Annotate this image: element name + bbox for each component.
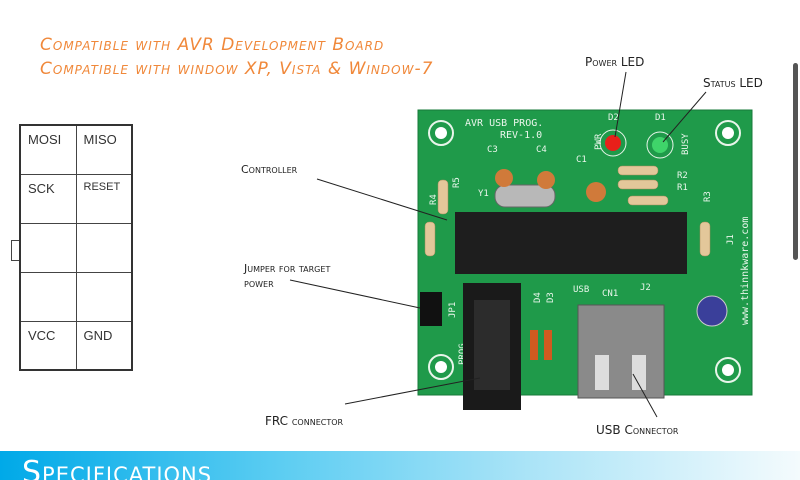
- jumper: [420, 292, 442, 326]
- pcb-pwr: PWR: [594, 133, 604, 150]
- pcb-d2: D2: [608, 113, 619, 123]
- pcb-title: AVR USB PROG.: [465, 118, 543, 129]
- pin-cell: GND: [75, 320, 133, 371]
- pcb-d1: D1: [655, 113, 666, 123]
- crystal: [494, 184, 556, 208]
- callout-jumper-line1: Jumper for target: [244, 262, 331, 275]
- pcb-r4: R4: [429, 194, 439, 205]
- microcontroller-chip: [455, 212, 687, 274]
- pin-cell: SCK: [19, 173, 77, 224]
- pin-cell: RESET: [75, 173, 133, 224]
- section-title: Specifications: [22, 455, 213, 480]
- pcb-r1: R1: [677, 183, 688, 193]
- callout-power-led: Power LED: [585, 55, 645, 69]
- pcb-j2: J2: [640, 283, 651, 293]
- pcb-cn1: CN1: [602, 289, 618, 299]
- pin-cell: [75, 222, 133, 273]
- pcb-rev: REV-1.0: [500, 130, 542, 141]
- specifications-banner: Specifications: [0, 451, 800, 480]
- connector-key: [11, 240, 20, 261]
- pcb-busy: BUSY: [681, 133, 691, 155]
- callout-controller: Controller: [241, 163, 298, 176]
- pin-cell: [75, 271, 133, 322]
- pcb-photo: AVR USB PROG. REV-1.0 C3 C4 C1 D2 D1 R2 …: [289, 71, 753, 418]
- power-led-icon: [605, 135, 621, 151]
- pcb-j1: J1: [726, 234, 736, 245]
- compatibility-line-2: Compatible with window XP, Vista & Windo…: [40, 59, 434, 79]
- pcb-c4: C4: [536, 145, 547, 155]
- pcb-jp1: JP1: [448, 302, 458, 318]
- pin-cell: MOSI: [19, 124, 77, 175]
- callout-jumper-line2: power: [244, 277, 274, 290]
- pcb-c3: C3: [487, 145, 498, 155]
- pcb-website: www.thinnkware.com: [740, 217, 751, 325]
- callout-status-led: Status LED: [703, 76, 763, 90]
- pcb-r3: R3: [703, 191, 713, 202]
- pcb-d3: D3: [546, 292, 556, 303]
- pcb-board: AVR USB PROG. REV-1.0 C3 C4 C1 D2 D1 R2 …: [417, 109, 753, 410]
- capacitor: [696, 295, 728, 327]
- callout-usb: USB Connector: [596, 423, 679, 437]
- pcb-r2: R2: [677, 171, 688, 181]
- callout-frc: FRC connector: [265, 414, 344, 428]
- pcb-y1: Y1: [478, 189, 489, 199]
- pcb-d4: D4: [533, 292, 543, 303]
- usb-connector: [577, 304, 665, 399]
- pcb-usb: USB: [573, 285, 589, 295]
- pcb-c1: C1: [576, 155, 587, 165]
- scrollbar[interactable]: [793, 63, 798, 260]
- pcb-r5: R5: [452, 177, 462, 188]
- compatibility-line-1: Compatible with AVR Development Board: [40, 35, 385, 55]
- pin-cell: VCC: [19, 320, 77, 371]
